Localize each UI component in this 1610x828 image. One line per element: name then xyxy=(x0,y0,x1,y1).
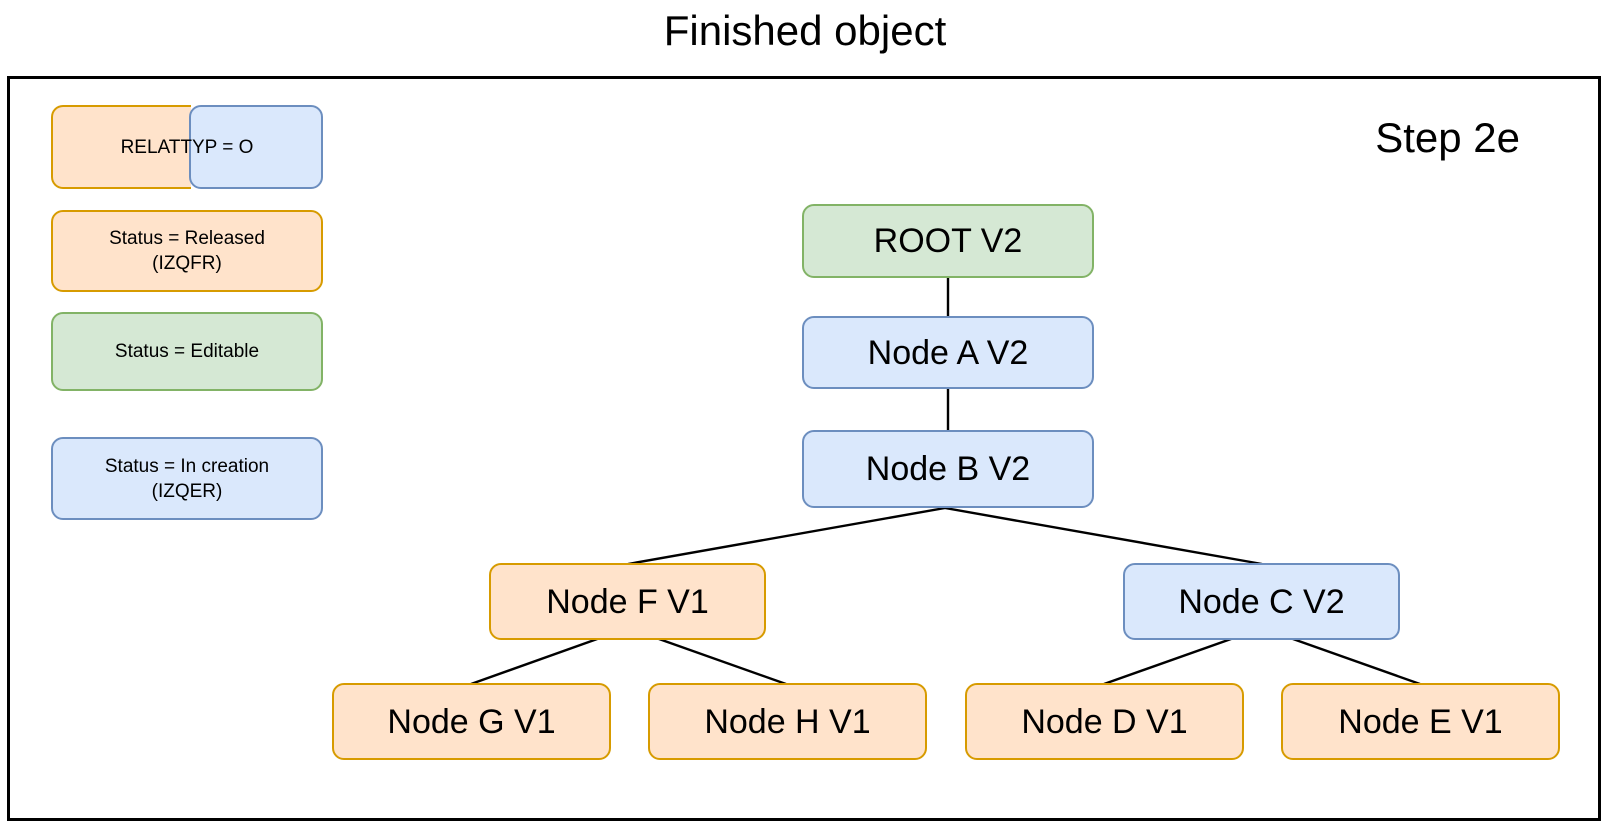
tree-node-root[interactable]: ROOT V2 xyxy=(802,204,1094,278)
tree-node-node-e[interactable]: Node E V1 xyxy=(1281,683,1560,760)
tree-node-node-f[interactable]: Node F V1 xyxy=(489,563,766,640)
tree-node-node-g[interactable]: Node G V1 xyxy=(332,683,611,760)
legend-item-relattyp-orange-half xyxy=(51,105,191,189)
legend-item-relattyp-blue-half xyxy=(189,105,323,189)
tree-node-node-b[interactable]: Node B V2 xyxy=(802,430,1094,508)
legend-item-status-in-creation: Status = In creation (IZQER) xyxy=(51,437,323,520)
page-title: Finished object xyxy=(663,7,947,54)
legend-item-status-released: Status = Released (IZQFR) xyxy=(51,210,323,292)
tree-node-node-h[interactable]: Node H V1 xyxy=(648,683,927,760)
step-label: Step 2e xyxy=(1375,114,1520,161)
tree-node-node-a[interactable]: Node A V2 xyxy=(802,316,1094,389)
legend-item-relattyp-label: RELATTYP = O xyxy=(120,136,254,158)
tree-node-node-c[interactable]: Node C V2 xyxy=(1123,563,1400,640)
legend-item-status-editable: Status = Editable xyxy=(51,312,323,391)
tree-node-node-d[interactable]: Node D V1 xyxy=(965,683,1244,760)
